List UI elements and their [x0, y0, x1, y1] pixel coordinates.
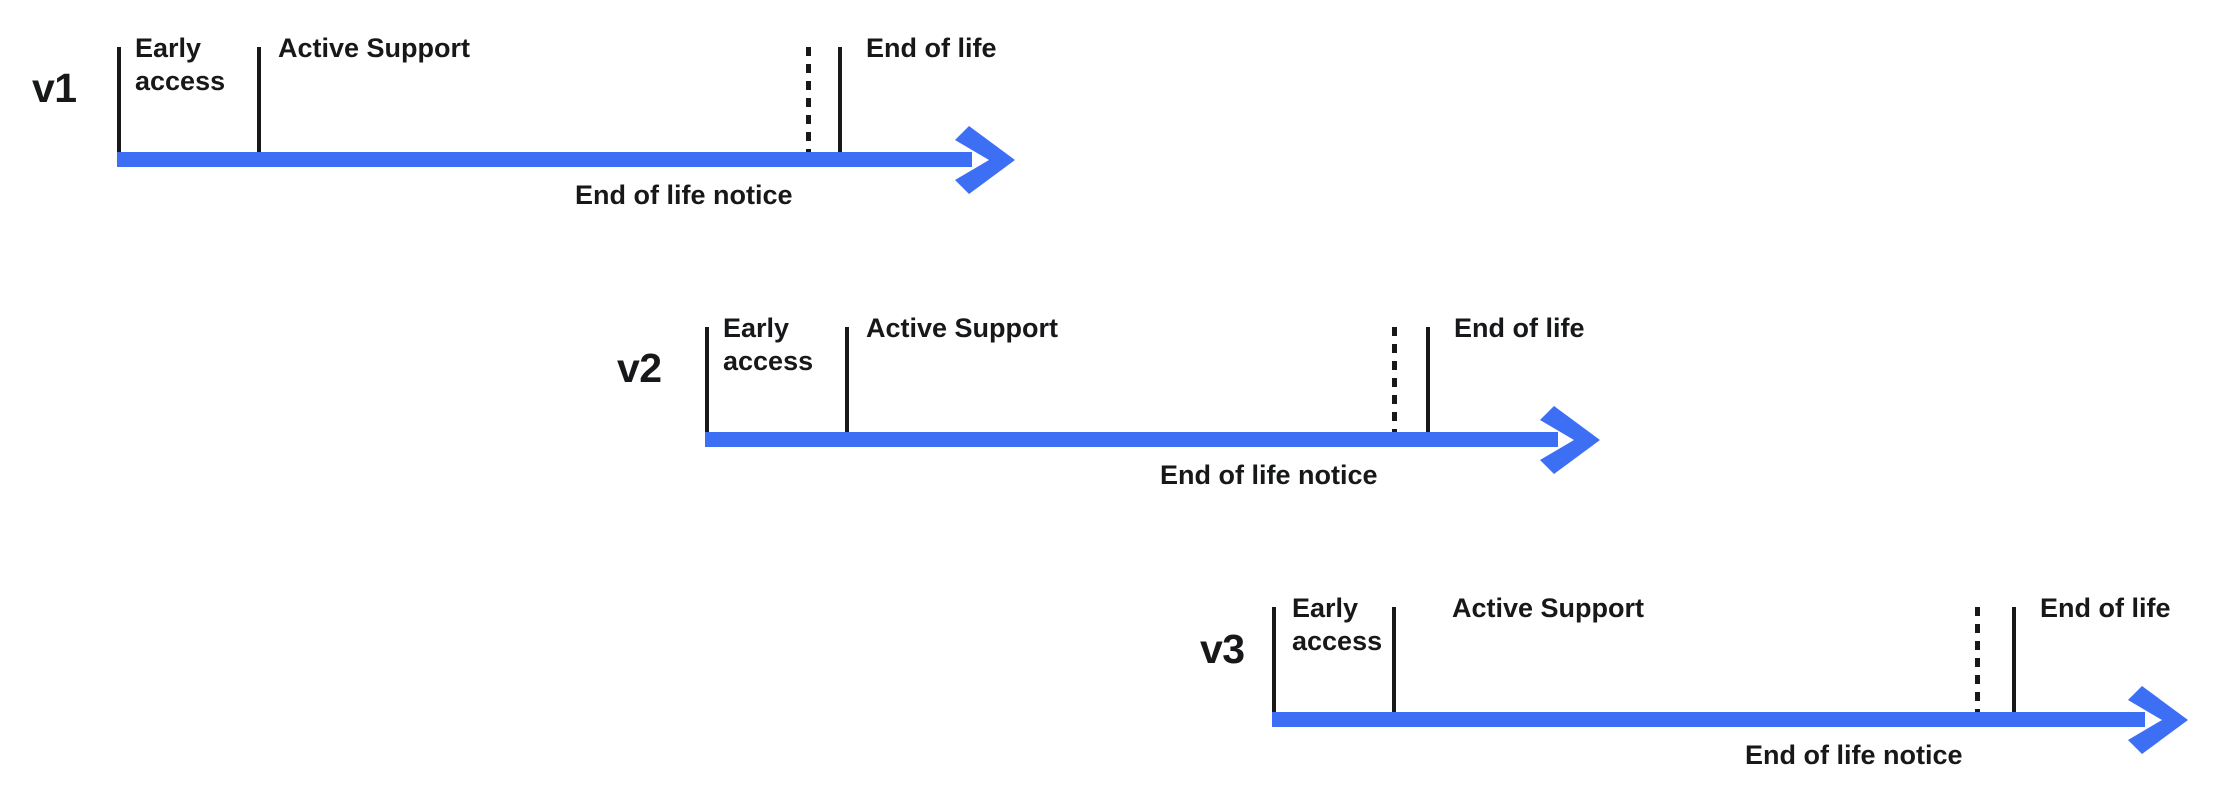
- phase-label-early-access-v3: Early access: [1292, 593, 1383, 656]
- version-label-v1: v1: [32, 65, 77, 111]
- notice-label-v2: End of life notice: [1160, 460, 1378, 490]
- phase-label-active-support-v3: Active Support: [1452, 593, 1645, 623]
- notice-label-v3: End of life notice: [1745, 740, 1963, 770]
- end-of-life-notice-marker-v2: [1392, 327, 1397, 432]
- lifecycle-bar-v3: [1272, 712, 2145, 727]
- lifecycle-arrow-head-v3: [2128, 686, 2198, 754]
- lifecycle-arrow-head-v2: [1540, 406, 1610, 474]
- phase-divider-end-of-life-v3: [2012, 607, 2016, 712]
- phase-label-end-of-life-v2: End of life: [1454, 313, 1585, 343]
- end-of-life-notice-marker-v1: [806, 47, 811, 152]
- phase-divider-active-support-v3: [1392, 607, 1396, 712]
- phase-label-end-of-life-v3: End of life: [2040, 593, 2171, 623]
- lifecycle-bar-v2: [705, 432, 1558, 447]
- phase-label-early-access-v2: Early access: [723, 313, 814, 376]
- lifecycle-arrow-head-v1: [955, 126, 1025, 194]
- phase-divider-end-of-life-v1: [838, 47, 842, 152]
- phase-label-early-access-v1: Early access: [135, 33, 226, 96]
- notice-label-v1: End of life notice: [575, 180, 793, 210]
- end-of-life-notice-marker-v3: [1975, 607, 1980, 712]
- phase-label-active-support-v2: Active Support: [866, 313, 1059, 343]
- phase-divider-active-support-v2: [845, 327, 849, 432]
- phase-label-active-support-v1: Active Support: [278, 33, 471, 63]
- phase-label-end-of-life-v1: End of life: [866, 33, 997, 63]
- phase-divider-start-v3: [1272, 607, 1276, 712]
- phase-divider-active-support-v1: [257, 47, 261, 152]
- lifecycle-bar-v1: [117, 152, 972, 167]
- version-label-v2: v2: [617, 345, 662, 391]
- phase-divider-start-v2: [705, 327, 709, 432]
- version-label-v3: v3: [1200, 626, 1245, 672]
- phase-divider-end-of-life-v2: [1426, 327, 1430, 432]
- phase-divider-start-v1: [117, 47, 121, 152]
